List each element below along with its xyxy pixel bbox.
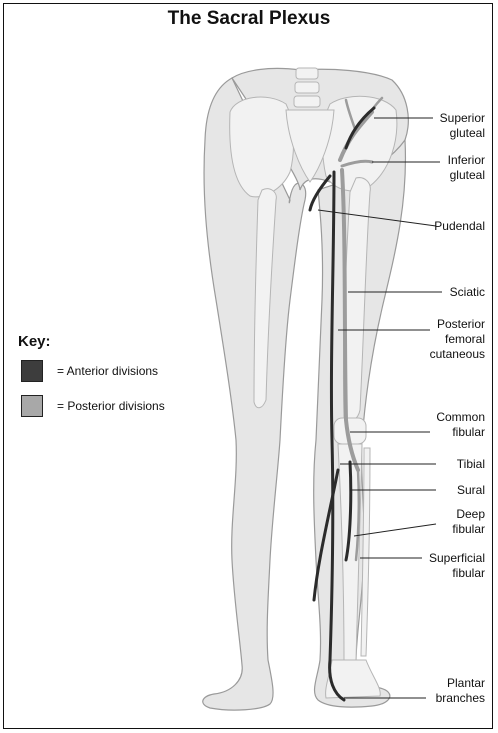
label-line: femoral [395,332,485,347]
lumbar-vertebra-1 [296,68,318,79]
lumbar-vertebra-2 [295,82,319,93]
label-line: fibular [395,425,485,440]
label-deep-fibular: Deep fibular [395,507,485,537]
label-line: gluteal [395,126,485,141]
label-superficial-fibular: Superficial fibular [395,551,485,581]
label-sural: Sural [395,483,485,498]
label-line: Sural [395,483,485,498]
label-posterior-femoral-cutaneous: Posterior femoral cutaneous [395,317,485,362]
left-pelvis [230,97,294,197]
label-line: Common [395,410,485,425]
label-line: Plantar [395,676,485,691]
label-line: Posterior [395,317,485,332]
label-line: fibular [395,522,485,537]
right-foot-bones [326,660,381,698]
anterior-swatch [21,360,43,382]
anterior-key-label: = Anterior divisions [57,364,158,378]
label-line: fibular [395,566,485,581]
key-heading: Key: [18,333,51,350]
label-tibial: Tibial [395,457,485,472]
label-line: Superior [395,111,485,126]
posterior-key-label: = Posterior divisions [57,399,165,413]
label-line: Pudendal [395,219,485,234]
posterior-swatch [21,395,43,417]
label-line: Deep [395,507,485,522]
label-common-fibular: Common fibular [395,410,485,440]
label-line: Inferior [395,153,485,168]
label-line: cutaneous [395,347,485,362]
label-plantar-branches: Plantar branches [395,676,485,706]
label-superior-gluteal: Superior gluteal [395,111,485,141]
label-line: Tibial [395,457,485,472]
lumbar-vertebra-3 [294,96,320,107]
label-inferior-gluteal: Inferior gluteal [395,153,485,183]
label-line: gluteal [395,168,485,183]
label-line: Superficial [395,551,485,566]
label-pudendal: Pudendal [395,219,485,234]
label-sciatic: Sciatic [395,285,485,300]
label-line: Sciatic [395,285,485,300]
label-line: branches [395,691,485,706]
